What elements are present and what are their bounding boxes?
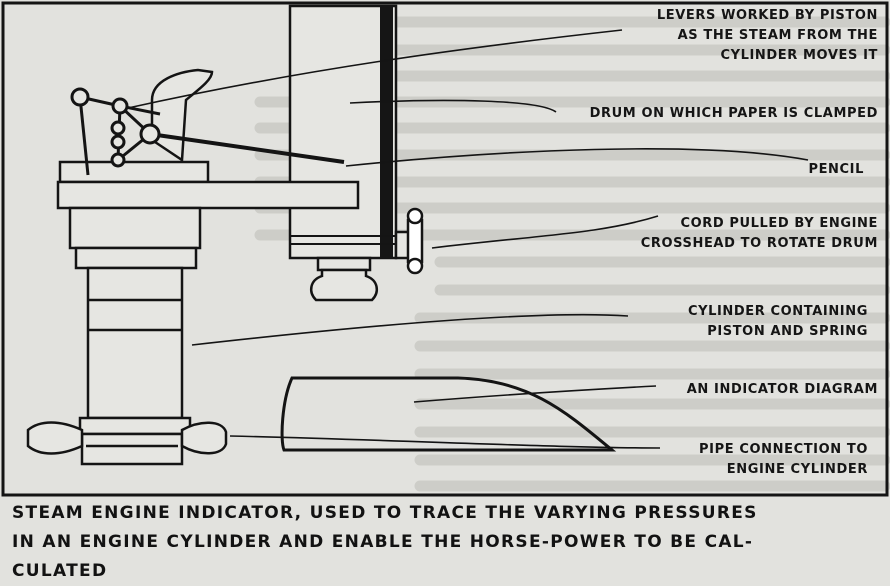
label-indicator-diagram-line-1: An Indicator Diagram bbox=[686, 382, 878, 397]
label-pencil-line-1: Pencil bbox=[808, 162, 864, 177]
label-drum-line-1: Drum on which Paper is Clamped bbox=[589, 106, 878, 121]
label-levers-line-2: as the Steam from the bbox=[677, 28, 878, 43]
figure-border bbox=[1, 1, 889, 497]
label-pencil: Pencil bbox=[808, 160, 864, 180]
label-levers: Levers worked by Piston as the Steam fro… bbox=[657, 6, 878, 66]
caption-line-2: in an engine cylinder and enable the hor… bbox=[12, 532, 754, 552]
label-levers-line-1: Levers worked by Piston bbox=[656, 8, 878, 23]
leader-lines bbox=[127, 29, 809, 449]
label-cylinder-line-2: Piston and Spring bbox=[707, 324, 868, 339]
label-cord-line-2: Crosshead to Rotate Drum bbox=[640, 236, 878, 251]
label-levers-line-3: Cylinder moves it bbox=[720, 48, 878, 63]
label-cord: Cord Pulled by Engine Crosshead to Rotat… bbox=[641, 214, 878, 254]
levers bbox=[70, 87, 345, 176]
label-pipe-line-1: Pipe connection to bbox=[699, 442, 868, 457]
label-drum: Drum on which Paper is Clamped bbox=[590, 104, 878, 124]
caption-line-3: culated bbox=[12, 561, 108, 581]
drum bbox=[288, 4, 398, 260]
caption-line-1: Steam engine indicator, used to trace th… bbox=[12, 503, 758, 523]
label-pipe-line-2: Engine Cylinder bbox=[726, 462, 868, 477]
label-cylinder: Cylinder containing Piston and Spring bbox=[688, 302, 868, 342]
label-cord-line-1: Cord Pulled by Engine bbox=[680, 216, 878, 231]
figure-caption: Steam engine indicator, used to trace th… bbox=[12, 499, 882, 586]
label-cylinder-line-1: Cylinder containing bbox=[687, 304, 868, 319]
drum-base bbox=[309, 256, 379, 302]
label-pipe: Pipe connection to Engine Cylinder bbox=[699, 440, 868, 480]
indicator-diagram-shape bbox=[280, 376, 617, 452]
pipe-handles bbox=[26, 421, 228, 455]
cord-bracket bbox=[394, 207, 424, 275]
label-indicator-diagram: An Indicator Diagram bbox=[687, 380, 878, 400]
